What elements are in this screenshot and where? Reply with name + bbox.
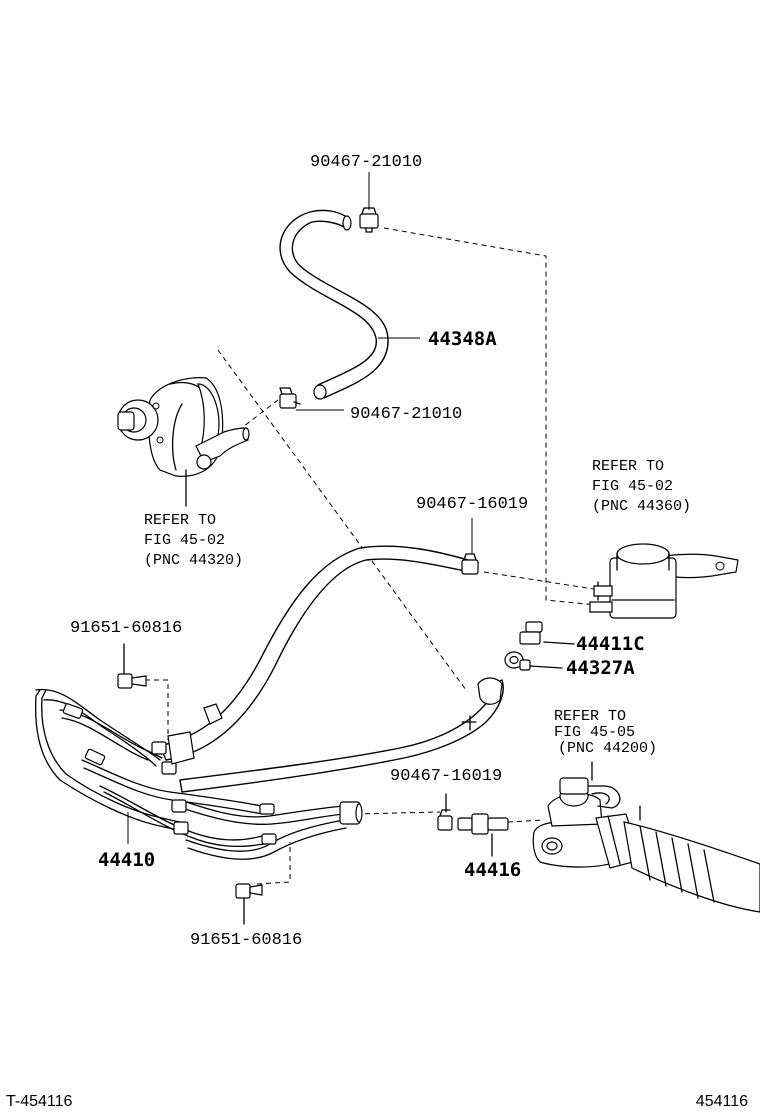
label-clamp-pump: 90467-21010 <box>350 405 462 424</box>
pressure-hose <box>159 545 479 761</box>
label-leaders <box>127 172 473 844</box>
union-bolt <box>519 621 575 645</box>
power-steering-pump <box>117 377 250 507</box>
ref-note-reservoir: REFER TO FIG 45-02 (PNC 44360) <box>592 458 691 515</box>
return-hose <box>279 209 389 400</box>
steering-gear <box>532 761 760 913</box>
label-clamp-top: 90467-21010 <box>310 153 422 172</box>
dashed-leader-lines <box>145 227 601 885</box>
ref-note-gear: REFER TO FIG 45-05 (PNC 44200) <box>554 708 657 757</box>
label-bolt-left: 91651-60816 <box>70 619 182 638</box>
label-union: 44416 <box>464 859 521 881</box>
label-clamp-gear: 90467-16019 <box>390 767 502 786</box>
ref-pump-line2: FIG 45-02 <box>144 532 225 549</box>
label-bolt-bottom: 91651-60816 <box>190 931 302 950</box>
ref-reservoir-line2: FIG 45-02 <box>592 478 673 495</box>
hose-clamp-pump <box>279 387 301 409</box>
gasket <box>504 651 563 671</box>
label-return-hose: 44348A <box>428 328 497 350</box>
flange-bolt-bottom <box>235 883 263 925</box>
ref-reservoir-line3: (PNC 44360) <box>592 498 691 515</box>
label-clamp-reservoir: 90467-16019 <box>416 495 528 514</box>
footer-right-code: 454116 <box>696 1093 748 1110</box>
hose-clamp-top <box>359 207 379 233</box>
ref-gear-line3: (PNC 44200) <box>558 740 657 757</box>
footer-left-code: T-454116 <box>6 1093 73 1110</box>
hose-clamp-gear <box>437 793 453 831</box>
tube-assembly <box>34 677 504 860</box>
ref-reservoir-line1: REFER TO <box>592 458 664 475</box>
reservoir-tank <box>589 543 739 619</box>
ref-pump-line1: REFER TO <box>144 512 216 529</box>
flange-bolt-left <box>117 643 147 689</box>
label-tube-assembly: 44410 <box>98 849 155 871</box>
ref-gear-line2: FIG 45-05 <box>554 724 635 741</box>
union-fitting <box>457 813 509 857</box>
ref-pump-line3: (PNC 44320) <box>144 552 243 569</box>
ref-gear-line1: REFER TO <box>554 708 626 725</box>
label-union-bolt: 44411C <box>576 633 645 655</box>
label-gasket: 44327A <box>566 657 635 679</box>
ref-note-pump: REFER TO FIG 45-02 (PNC 44320) <box>144 512 243 569</box>
